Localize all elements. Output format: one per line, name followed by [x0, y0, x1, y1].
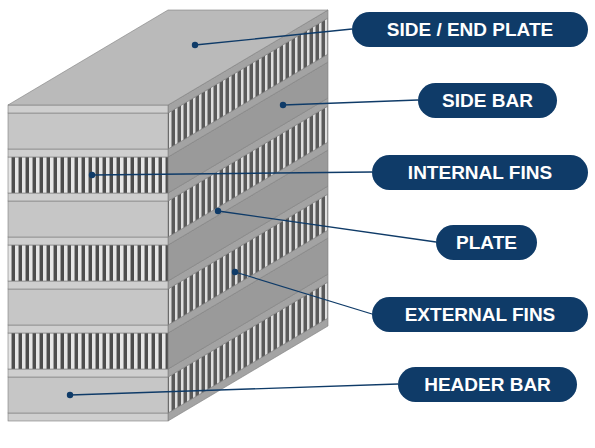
- plate-front: [8, 193, 168, 201]
- plate-front: [8, 325, 168, 333]
- end-plate-top: [8, 10, 328, 105]
- callout-pill: INTERNAL FINS: [372, 155, 588, 190]
- callout-pill: EXTERNAL FINS: [372, 297, 588, 332]
- header-bar: [8, 201, 168, 237]
- leader-dot: [215, 208, 221, 214]
- leader-dot: [67, 392, 73, 398]
- plate-front: [8, 413, 168, 421]
- callout-label: PLATE: [456, 232, 517, 253]
- plate-front: [8, 369, 168, 377]
- leader-line: [235, 272, 372, 314]
- leader-line: [283, 100, 418, 105]
- leader-dot: [280, 102, 286, 108]
- callout-pill: SIDE BAR: [418, 83, 557, 118]
- header-bar: [8, 113, 168, 149]
- internal-fins: [8, 245, 168, 281]
- leader-line: [70, 384, 398, 395]
- plate-front: [8, 237, 168, 245]
- leader-line: [92, 172, 372, 175]
- callout-pill: PLATE: [436, 225, 537, 260]
- callout-label: SIDE BAR: [442, 90, 533, 111]
- plate-front: [8, 149, 168, 157]
- leader-dots: [67, 42, 286, 398]
- callout-label: SIDE / END PLATE: [387, 19, 553, 40]
- callout-label: HEADER BAR: [424, 374, 551, 395]
- end-plate-front: [8, 105, 168, 113]
- leader-lines: [70, 29, 436, 395]
- layer-stack: [8, 10, 328, 421]
- leader-dot: [192, 42, 198, 48]
- leader-line: [195, 29, 352, 45]
- callout-label: EXTERNAL FINS: [405, 304, 556, 325]
- leader-dot: [89, 172, 95, 178]
- callout-pill: SIDE / END PLATE: [352, 12, 588, 47]
- plate-front: [8, 281, 168, 289]
- callout-pill: HEADER BAR: [398, 367, 577, 402]
- header-bar: [8, 289, 168, 325]
- internal-fins: [8, 333, 168, 369]
- callout-label: INTERNAL FINS: [408, 162, 552, 183]
- leader-line: [218, 211, 436, 242]
- leader-dot: [232, 269, 238, 275]
